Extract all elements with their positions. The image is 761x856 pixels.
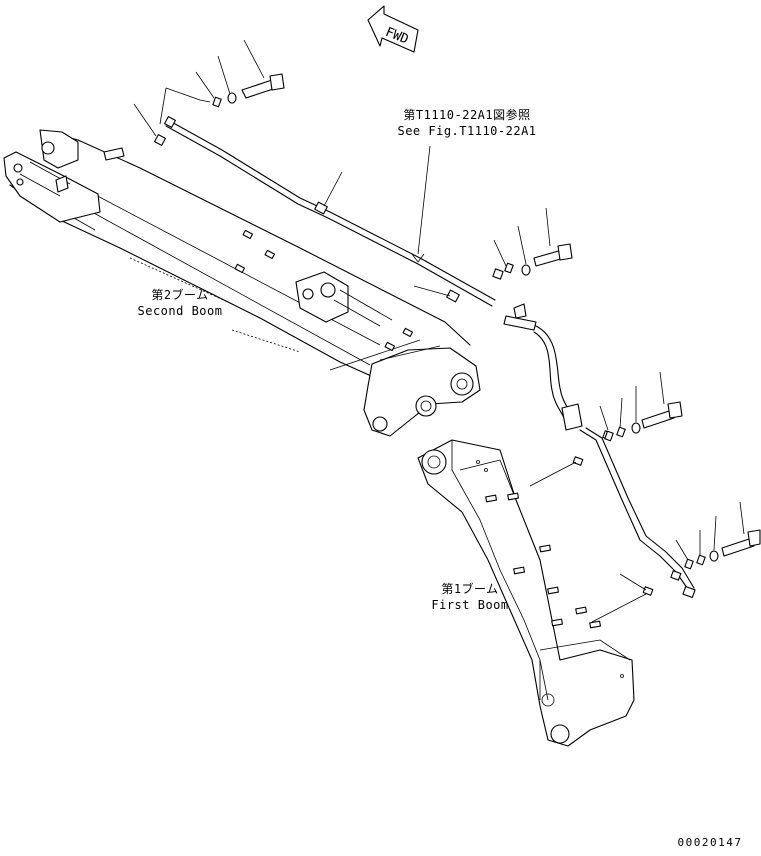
reference-label-jp: 第T1110-22A1図参照 [403, 108, 531, 122]
leader-lines [133, 39, 745, 623]
second-boom-label-en: Second Boom [137, 304, 223, 318]
right-bolt-set-lower [684, 529, 761, 570]
connecting-hose [503, 303, 583, 431]
top-bolt-set [212, 73, 285, 108]
second-boom-label-jp: 第2ブーム [151, 288, 209, 302]
second-boom [3, 129, 481, 437]
right-bolt-set-upper [604, 401, 683, 442]
drawing-number: 00020147 [677, 836, 743, 849]
mid-bolt-set [492, 243, 573, 280]
fwd-arrow-icon: FWD [367, 5, 419, 53]
first-boom [417, 439, 635, 747]
first-boom-pipe [572, 427, 696, 599]
second-boom-pipe [154, 116, 496, 307]
first-boom-label-en: First Boom [431, 598, 509, 612]
first-boom-label-jp: 第1ブーム [441, 582, 499, 596]
reference-label-en: See Fig.T1110-22A1 [397, 124, 537, 138]
